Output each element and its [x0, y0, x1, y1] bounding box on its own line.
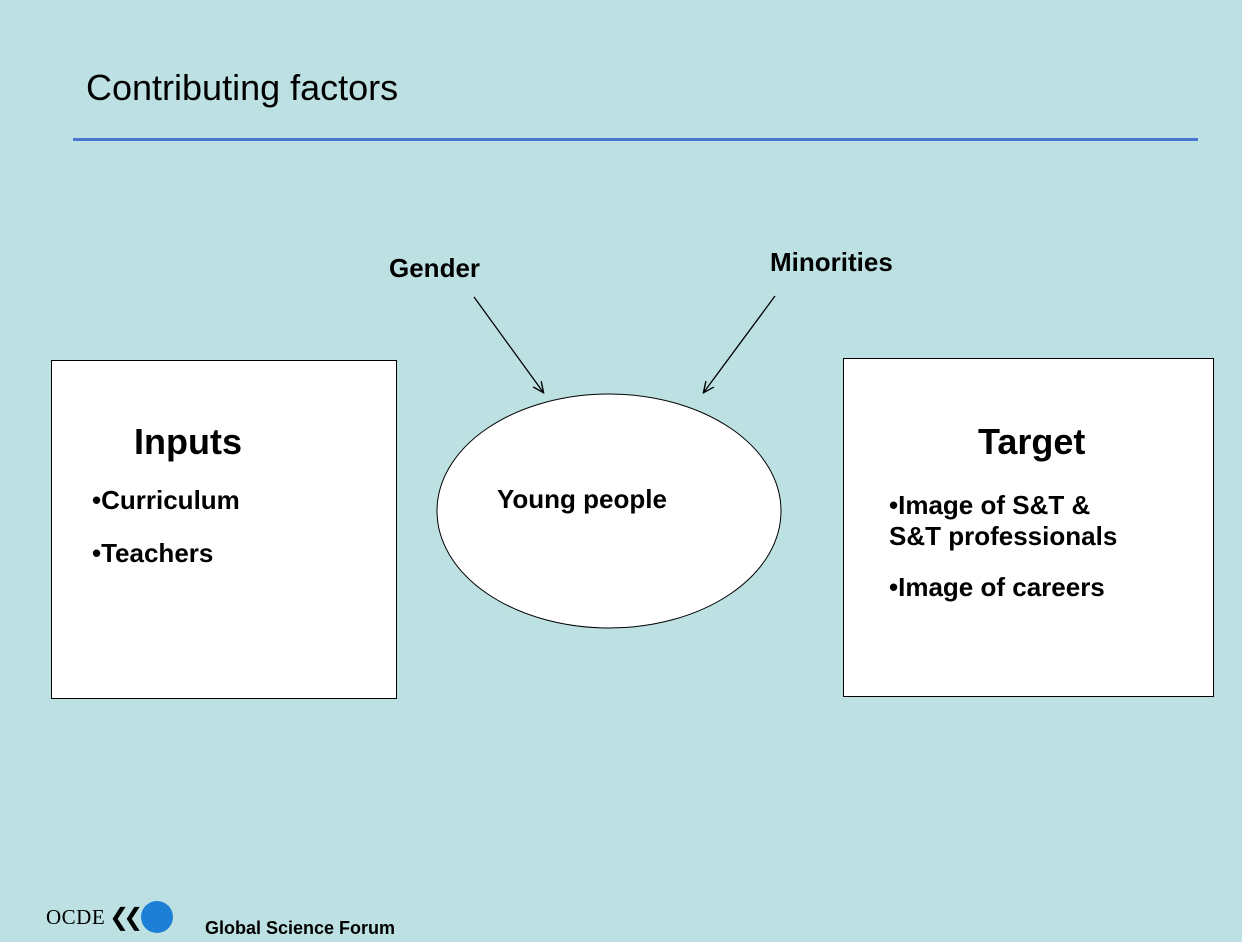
target-box: Target •Image of S&T & S&T professionals…: [843, 358, 1214, 697]
inputs-bullet-list: •Curriculum •Teachers: [92, 485, 240, 591]
target-bullet: •Image of S&T & S&T professionals: [889, 490, 1117, 552]
inputs-bullet: •Curriculum: [92, 485, 240, 515]
target-bullet-list: •Image of S&T & S&T professionals •Image…: [889, 490, 1117, 623]
inputs-box: Inputs •Curriculum •Teachers: [51, 360, 397, 699]
inputs-bullet: •Teachers: [92, 538, 214, 568]
title-divider: [73, 138, 1198, 141]
ocde-logo: OCDE ❮❮: [46, 897, 174, 937]
slide-title: Contributing factors: [86, 67, 399, 108]
globe-icon: [141, 901, 174, 933]
inputs-title: Inputs: [134, 421, 242, 462]
gender-label: Gender: [389, 253, 481, 283]
chevron-left-icon: ❮❮: [109, 903, 143, 931]
minorities-label: Minorities: [770, 247, 893, 277]
young-people-ellipse: [436, 393, 782, 629]
forum-label: Global Science Forum: [205, 918, 396, 938]
young-people-label: Young people: [497, 484, 667, 514]
target-bullet-line: S&T professionals: [889, 521, 1118, 551]
target-title: Target: [978, 421, 1086, 462]
target-bullet-line: •Image of S&T &: [889, 490, 1091, 520]
minorities-arrow: [704, 295, 776, 392]
target-bullet: •Image of careers: [889, 572, 1105, 602]
gender-arrow: [473, 296, 543, 392]
ocde-logo-text: OCDE: [46, 904, 106, 929]
